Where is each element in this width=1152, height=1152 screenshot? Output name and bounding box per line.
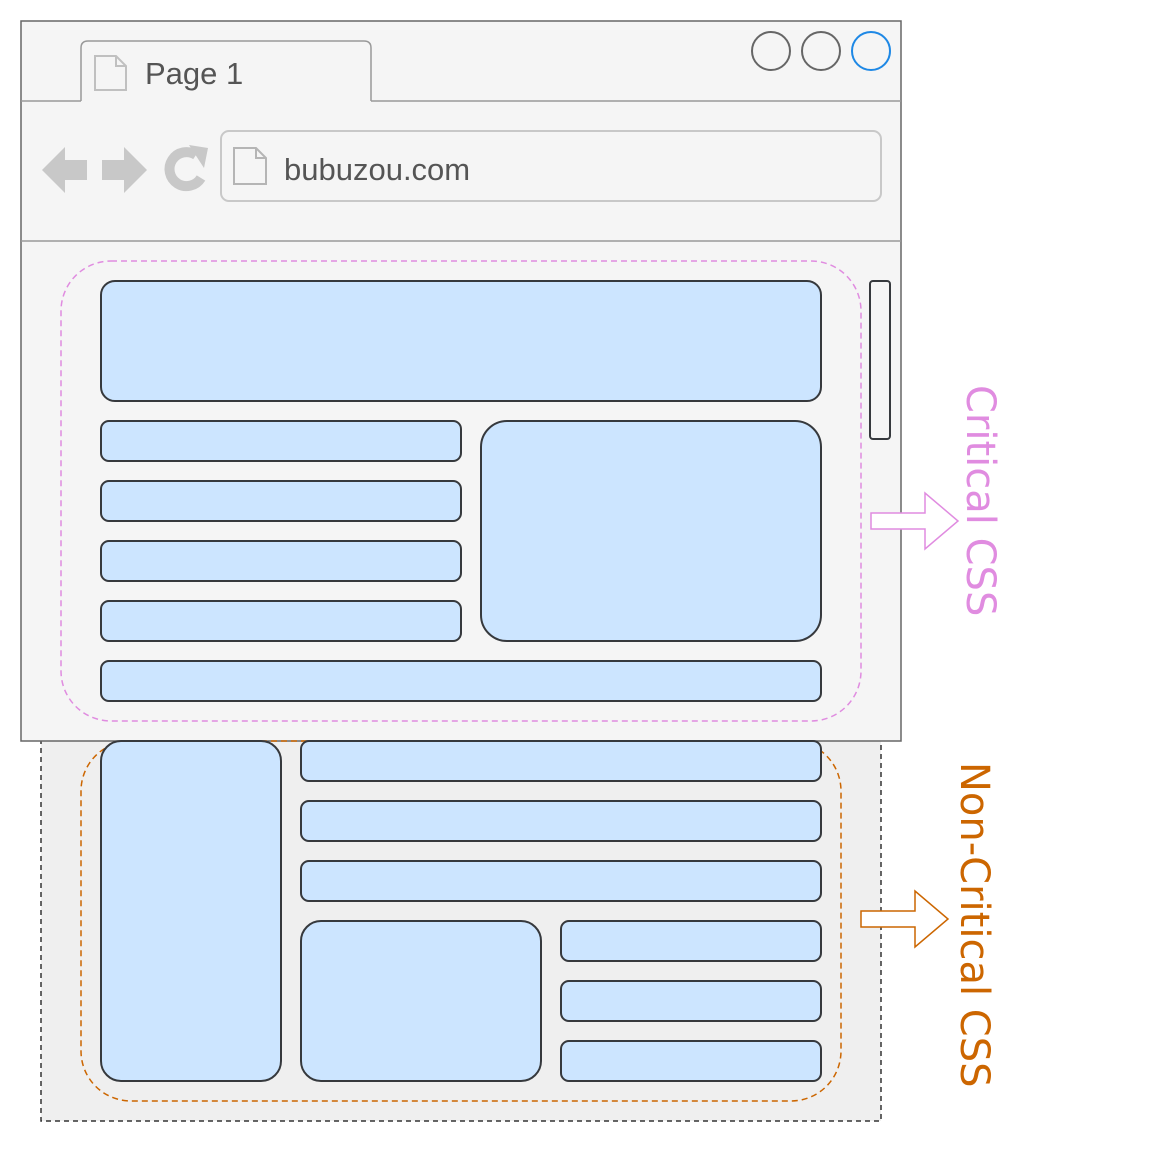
image-block bbox=[480, 420, 822, 642]
text-line-block bbox=[100, 480, 462, 522]
tab-page-1[interactable]: Page 1 bbox=[80, 40, 372, 101]
image-block bbox=[300, 920, 542, 1082]
non-critical-blocks bbox=[100, 740, 822, 1082]
sidebar-block bbox=[100, 740, 282, 1082]
url-text: bubuzou.com bbox=[284, 152, 470, 187]
text-line-block bbox=[560, 980, 822, 1022]
close-button[interactable] bbox=[851, 31, 891, 71]
non-critical-css-label: Non-Critical CSS bbox=[951, 762, 997, 1088]
refresh-icon[interactable] bbox=[164, 145, 208, 192]
critical-blocks bbox=[100, 280, 822, 702]
critical-css-label: Critical CSS bbox=[957, 385, 1003, 616]
critical-arrow-icon bbox=[870, 491, 960, 551]
text-line-block bbox=[300, 740, 822, 782]
minimize-button[interactable] bbox=[751, 31, 791, 71]
text-line-block bbox=[100, 600, 462, 642]
text-line-block bbox=[100, 540, 462, 582]
tab-title: Page 1 bbox=[145, 56, 243, 91]
footer-line-block bbox=[100, 660, 822, 702]
header-block bbox=[100, 280, 822, 402]
back-arrow-icon[interactable] bbox=[42, 147, 87, 193]
page-icon bbox=[233, 147, 267, 185]
address-bar[interactable] bbox=[220, 130, 882, 202]
text-line-block bbox=[300, 800, 822, 842]
maximize-button[interactable] bbox=[801, 31, 841, 71]
non-critical-arrow-icon bbox=[860, 889, 950, 949]
file-icon bbox=[94, 55, 127, 91]
text-line-block bbox=[560, 1040, 822, 1082]
text-line-block bbox=[560, 920, 822, 962]
forward-arrow-icon[interactable] bbox=[102, 147, 147, 193]
critical-region bbox=[60, 260, 862, 722]
text-line-block bbox=[300, 860, 822, 902]
scrollbar[interactable] bbox=[869, 280, 891, 440]
text-line-block bbox=[100, 420, 462, 462]
